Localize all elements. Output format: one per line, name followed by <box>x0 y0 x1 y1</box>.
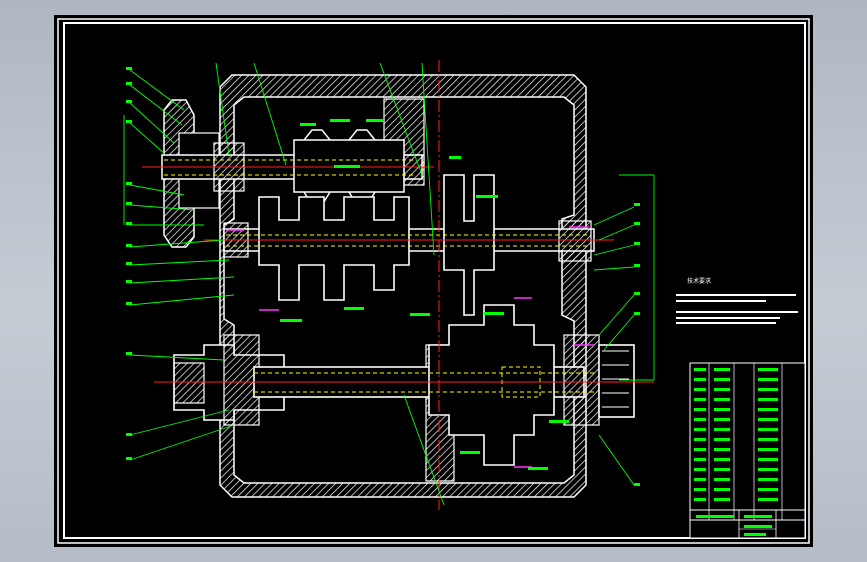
parts-list-rows <box>694 368 778 536</box>
drawing-sheet[interactable]: 技术要求 <box>54 15 813 547</box>
outer-frame <box>57 18 810 544</box>
balloon-numbers <box>126 67 640 486</box>
inner-frame <box>63 22 806 539</box>
technical-notes: 技术要求 <box>676 277 798 324</box>
centerlines <box>142 60 654 510</box>
title-block <box>689 362 806 539</box>
assembly-drawing: 技术要求 <box>57 18 810 544</box>
accent-markers <box>226 226 594 468</box>
notes-heading: 技术要求 <box>687 277 711 285</box>
output-shaft <box>173 304 635 466</box>
leader-lines <box>123 62 655 506</box>
dimension-tags <box>280 119 569 470</box>
